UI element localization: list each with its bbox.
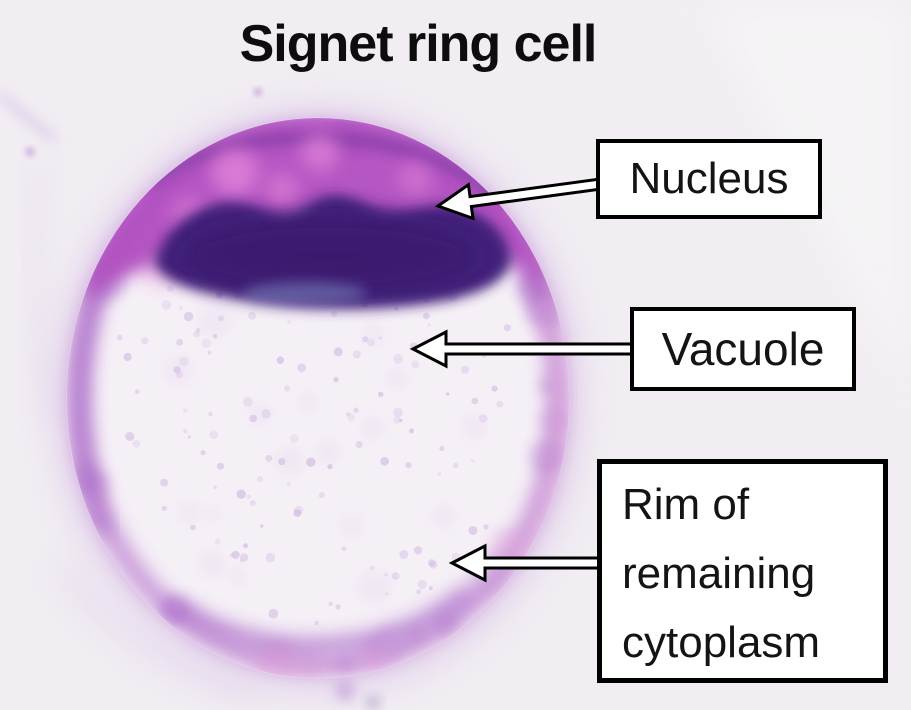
- signet-ring-cell: [51, 104, 585, 696]
- nucleus-label-box: Nucleus: [596, 139, 822, 219]
- rim-label: Rim of remaining cytoplasm: [622, 480, 821, 667]
- vacuole-label-box: Vacuole: [630, 307, 856, 391]
- page-title: Signet ring cell: [239, 15, 598, 73]
- vacuole-label: Vacuole: [661, 322, 825, 375]
- rim-label-box: Rim of remaining cytoplasm: [597, 459, 888, 683]
- nucleus-blue-tinge: [243, 282, 367, 304]
- nucleus-label: Nucleus: [629, 153, 789, 203]
- cell-outer-halo: [51, 104, 585, 696]
